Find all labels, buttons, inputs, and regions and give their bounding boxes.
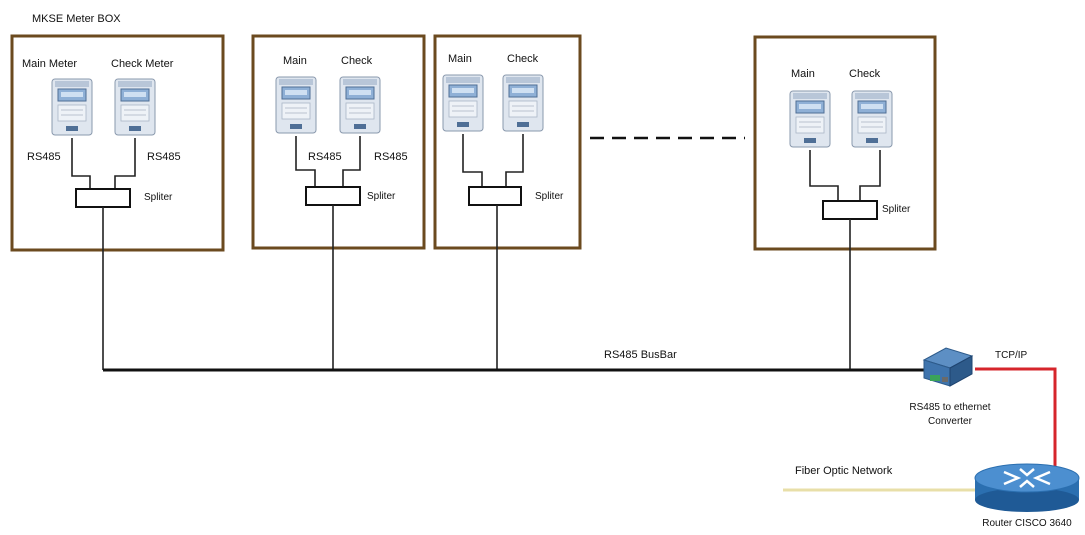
converter-label-line1: RS485 to ethernet <box>909 402 990 413</box>
meter-box-4-frame <box>753 35 937 251</box>
splitter-label: Spliter <box>144 192 173 203</box>
check-meter-label: Check <box>341 55 373 67</box>
main-meter-icon <box>442 74 484 132</box>
check-meter-label: Check <box>507 53 539 65</box>
fiber-optic-label: Fiber Optic Network <box>795 465 893 477</box>
check-meter-wire <box>114 138 136 189</box>
meter-box-2-frame <box>251 34 426 250</box>
tcpip-link <box>975 367 1057 468</box>
splitter-icon <box>468 186 522 206</box>
busbar-label: RS485 BusBar <box>604 349 677 361</box>
main-meter-label: Main Meter <box>22 58 77 70</box>
main-meter-icon <box>275 76 317 134</box>
tcpip-label: TCP/IP <box>995 350 1028 361</box>
main-meter-icon <box>51 78 93 136</box>
splitter-icon <box>75 188 131 208</box>
splitter-label: Spliter <box>367 191 396 202</box>
meter-box-4: Main Check Spliter <box>753 35 937 251</box>
check-meter-wire <box>859 150 881 201</box>
splitter-icon <box>305 186 361 206</box>
meter-box-1-frame <box>10 34 225 252</box>
meter-box-1: Main Meter Check Meter RS485 RS485 Split… <box>10 34 225 252</box>
main-meter-label: Main <box>448 53 472 65</box>
rs485-left-label: RS485 <box>27 151 61 163</box>
main-meter-wire <box>71 138 91 189</box>
meter-box-2: Main Check RS485 RS485 Spliter <box>251 34 426 250</box>
check-meter-wire <box>505 134 524 187</box>
router-label: Router CISCO 3640 <box>982 518 1072 529</box>
diagram-title: MKSE Meter BOX <box>32 13 121 25</box>
splitter-icon <box>822 200 878 220</box>
main-meter-icon <box>789 90 831 148</box>
splitter-label: Spliter <box>535 191 564 202</box>
rs485-left-label: RS485 <box>308 151 342 163</box>
check-meter-icon <box>339 76 381 134</box>
rs485-right-label: RS485 <box>147 151 181 163</box>
meter-box-3-frame <box>433 34 582 250</box>
check-meter-label: Check <box>849 68 881 80</box>
check-meter-icon <box>114 78 156 136</box>
rs485-right-label: RS485 <box>374 151 408 163</box>
main-meter-label: Main <box>283 55 307 67</box>
check-meter-wire <box>342 136 361 187</box>
main-meter-wire <box>295 136 316 187</box>
main-meter-wire <box>809 150 839 201</box>
splitter-label: Spliter <box>882 204 911 215</box>
check-meter-icon <box>502 74 544 132</box>
main-meter-label: Main <box>791 68 815 80</box>
router-icon <box>974 463 1080 512</box>
check-meter-label: Check Meter <box>111 58 174 70</box>
converter-label-line2: Converter <box>928 416 973 427</box>
converter-icon <box>922 347 974 387</box>
check-meter-icon <box>851 90 893 148</box>
main-meter-wire <box>462 134 483 187</box>
meter-box-3: Main Check Spliter <box>433 34 582 250</box>
